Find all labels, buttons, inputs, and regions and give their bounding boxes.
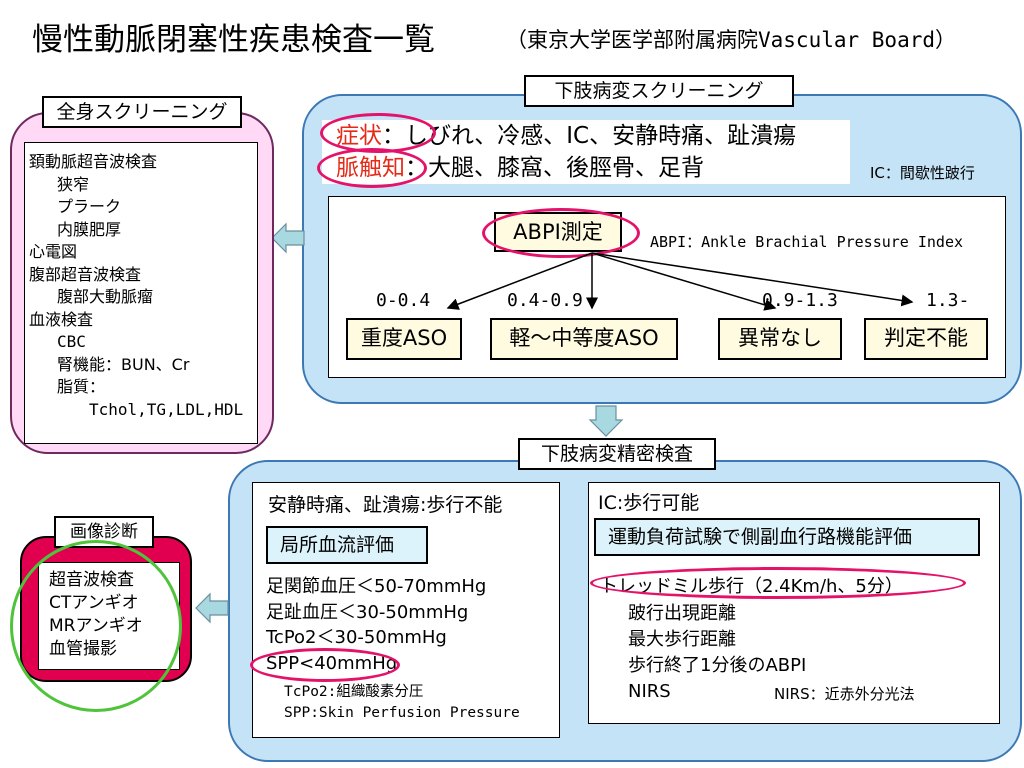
- spp-note: SPP:Skin Perfusion Pressure: [284, 705, 520, 721]
- category-moderate-aso: 軽～中等度ASO: [490, 318, 678, 360]
- screening-label: 下肢病変スクリーニング: [524, 75, 794, 107]
- range-moderate: 0.4-0.9: [507, 290, 583, 311]
- category-normal: 異常なし: [718, 318, 842, 360]
- arrow-to-whole-body: [271, 222, 305, 254]
- detail-label: 下肢病変精密検査: [518, 438, 716, 470]
- range-undetermined: 1.3-: [926, 290, 970, 311]
- nirs-note: NIRS：近赤外分光法: [774, 685, 915, 703]
- whole-body-list: 頚動脈超音波検査 狭窄 プラーク 内膜肥厚 心電図 腹部超音波検査 腹部大動脈瘤…: [24, 142, 258, 444]
- pulse-highlight: [317, 148, 427, 188]
- treadmill-highlight: [590, 567, 966, 599]
- local-flow-box: 局所血流評価: [266, 526, 428, 564]
- lipid-list: Tchol,TG,LDL,HDL: [89, 399, 244, 419]
- claudication-distance: 跛行出現距離: [628, 603, 736, 624]
- category-severe-aso: 重度ASO: [346, 318, 462, 360]
- max-walking-distance: 最大歩行距離: [628, 629, 736, 650]
- whole-body-label: 全身スクリーニング: [42, 96, 242, 128]
- ecg: 心電図: [29, 242, 78, 261]
- range-severe: 0-0.4: [376, 290, 431, 311]
- detail-left-box: [252, 482, 560, 738]
- category-undetermined: 判定不能: [864, 318, 988, 360]
- pulse-text: ：大腿、膝窩、後脛骨、足背: [405, 155, 704, 181]
- abpi-note: ABPI：Ankle Brachial Pressure Index: [650, 233, 964, 251]
- abdominal-ultrasound: 腹部超音波検査: [29, 264, 142, 284]
- left-heading: 安静時痛、趾潰瘍:歩行不能: [268, 494, 503, 516]
- tcpo2: TcPo2＜30-50mmHg: [266, 627, 447, 648]
- ankle-pressure: 足関節血圧＜50-70mmHg: [266, 576, 487, 597]
- cbc: CBC: [57, 332, 86, 351]
- toe-pressure: 足趾血圧＜30-50mmHg: [266, 601, 469, 623]
- post-walk-abpi: 歩行終了1分後のABPI: [628, 655, 807, 676]
- abpi-highlight: [482, 208, 640, 258]
- carotid-ultrasound: 頚動脈超音波検査: [29, 152, 158, 171]
- symptom-text: ：しびれ、冷感、IC、安静時痛、趾潰瘍: [382, 123, 797, 149]
- intimal-thickening: 内膜肥厚: [57, 219, 122, 239]
- lipids: 脂質：: [57, 377, 106, 396]
- arrow-down: [588, 405, 624, 437]
- blood-test: 血液検査: [29, 309, 94, 329]
- abdominal-aneurysm: 腹部大動脈瘤: [57, 287, 154, 306]
- plaque: プラーク: [57, 197, 122, 216]
- renal-function: 腎機能：BUN、Cr: [57, 354, 190, 374]
- page-title: 慢性動脈閉塞性疾患検査一覧: [32, 22, 435, 58]
- right-items: 跛行出現距離 最大歩行距離 歩行終了1分後のABPI NIRS: [628, 601, 806, 705]
- nirs: NIRS: [628, 681, 671, 702]
- exercise-test-box: 運動負荷試験で側副血行路機能評価: [594, 518, 980, 556]
- imaging-highlight-circle: [10, 540, 182, 712]
- tcpo2-note: TcPo2:組織酸素分圧: [284, 684, 424, 700]
- right-heading: IC:歩行可能: [598, 492, 700, 514]
- left-notes: TcPo2:組織酸素分圧 SPP:Skin Perfusion Pressure: [284, 682, 520, 724]
- ic-note: IC：間歇性跛行: [870, 164, 975, 182]
- stenosis: 狭窄: [57, 174, 90, 194]
- page-subtitle: （東京大学医学部附属病院Vascular Board）: [506, 28, 957, 52]
- range-normal: 0.9-1.3: [762, 290, 838, 311]
- arrow-to-imaging: [195, 592, 229, 624]
- spp-highlight: [250, 648, 400, 682]
